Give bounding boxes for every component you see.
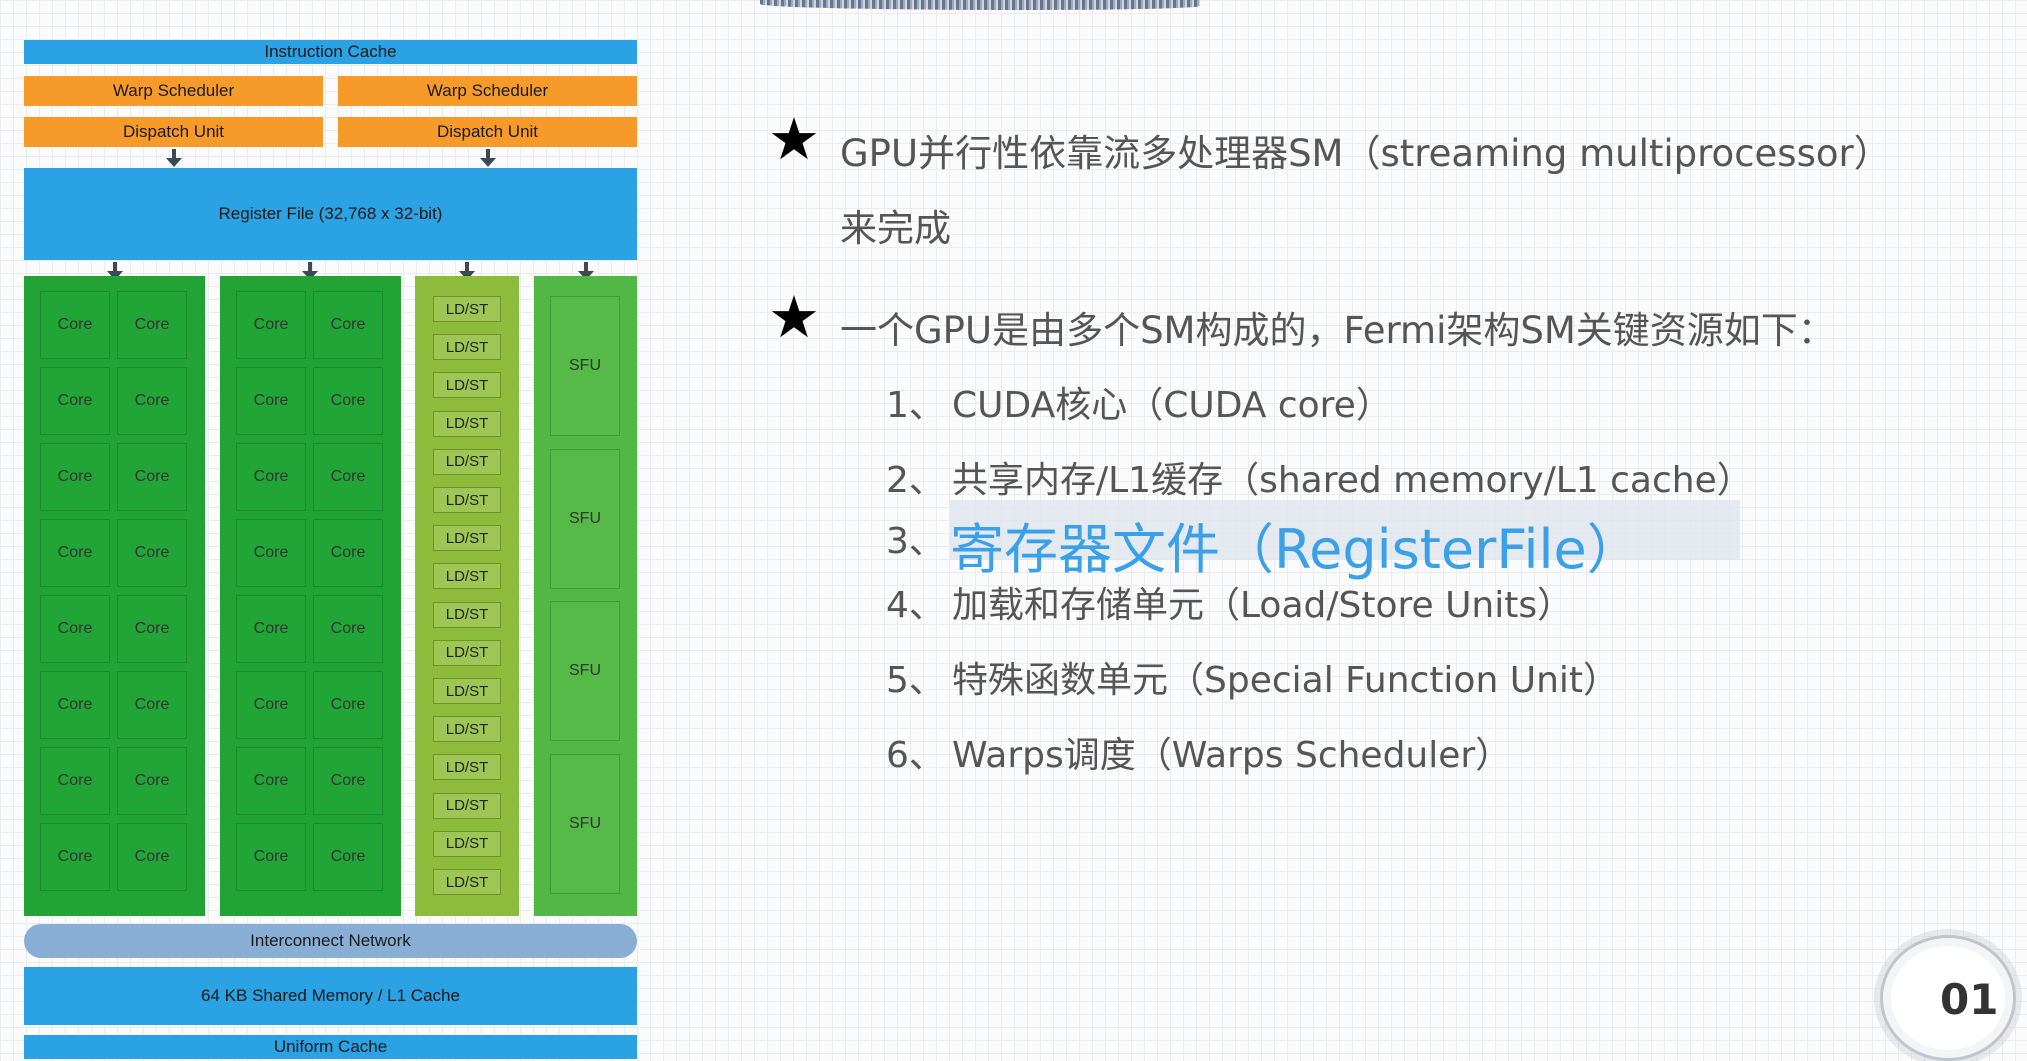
core-unit: Core [313, 443, 383, 511]
sfu-unit: SFU [550, 296, 620, 436]
sfu-unit: SFU [550, 601, 620, 741]
core-unit: Core [236, 823, 306, 891]
shared-memory-l1-cache: 64 KB Shared Memory / L1 Cache [24, 967, 637, 1025]
ldst-unit: LD/ST [433, 372, 501, 399]
register-file: Register File (32,768 x 32-bit) [24, 168, 637, 260]
core-unit: Core [117, 671, 187, 739]
core-unit: Core [117, 367, 187, 435]
ldst-unit: LD/ST [433, 830, 501, 857]
core-unit: Core [40, 671, 110, 739]
list-item-cuda-core: CUDA核心（CUDA core） [952, 385, 1392, 426]
instruction-cache: Instruction Cache [24, 40, 637, 64]
core-unit: Core [40, 747, 110, 815]
ldst-unit: LD/ST [433, 869, 501, 895]
core-unit: Core [313, 291, 383, 359]
core-unit: Core [236, 595, 306, 663]
core-unit: Core [313, 595, 383, 663]
page-number: 01 [1940, 975, 1999, 1024]
page-badge [1880, 935, 2016, 1061]
sfu-unit: SFU [550, 448, 620, 589]
core-unit: Core [313, 823, 383, 891]
dispatch-unit-left: Dispatch Unit [24, 117, 323, 147]
ldst-unit: LD/ST [433, 716, 501, 743]
warp-scheduler-left: Warp Scheduler [24, 76, 323, 106]
core-unit: Core [40, 823, 110, 891]
ldst-unit: LD/ST [433, 601, 501, 628]
core-unit: Core [117, 443, 187, 511]
core-unit: Core [313, 747, 383, 815]
core-unit: Core [236, 519, 306, 587]
core-unit: Core [313, 367, 383, 435]
sfu-column: SFU SFU SFU SFU [534, 276, 637, 916]
dispatch-unit-right: Dispatch Unit [338, 117, 637, 147]
core-unit: Core [40, 595, 110, 663]
ldst-unit: LD/ST [433, 678, 501, 704]
list-item-sfu: 特殊函数单元（Special Function Unit） [952, 660, 1620, 701]
list-item-register-file-highlighted: 寄存器文件（RegisterFile） [950, 518, 1641, 581]
ldst-unit: LD/ST [433, 754, 501, 781]
list-item-num: 6、 [886, 735, 945, 776]
core-unit: Core [236, 443, 306, 511]
core-unit: Core [117, 519, 187, 587]
ldst-unit: LD/ST [433, 563, 501, 590]
list-item-warps-scheduler: Warps调度（Warps Scheduler） [952, 735, 1512, 776]
fermi-sm-diagram: Instruction Cache Warp Scheduler Warp Sc… [0, 0, 650, 1061]
point1-line1: GPU并行性依靠流多处理器SM（streaming multiprocessor… [840, 132, 1891, 175]
core-unit: Core [40, 291, 110, 359]
brush-stroke-decoration [760, 0, 1200, 10]
star-icon: ★ [768, 283, 820, 351]
ldst-unit: LD/ST [433, 487, 501, 513]
ldst-unit: LD/ST [433, 525, 501, 552]
ldst-unit: LD/ST [433, 639, 501, 666]
point1-line2: 来完成 [840, 207, 951, 250]
list-item-num: 4、 [886, 585, 945, 626]
point2-heading: 一个GPU是由多个SM构成的，Fermi架构SM关键资源如下： [840, 309, 1835, 352]
warp-scheduler-right: Warp Scheduler [338, 76, 637, 106]
core-unit: Core [40, 443, 110, 511]
ldst-unit: LD/ST [433, 334, 501, 361]
core-unit: Core [117, 595, 187, 663]
core-unit: Core [313, 519, 383, 587]
list-item-shared-memory: 共享内存/L1缓存（shared memory/L1 cache） [952, 460, 1753, 501]
core-unit: Core [40, 519, 110, 587]
core-unit: Core [236, 671, 306, 739]
ldst-unit: LD/ST [433, 448, 501, 475]
list-item-num: 5、 [886, 660, 945, 701]
list-item-load-store: 加载和存储单元（Load/Store Units） [952, 585, 1574, 626]
ldst-unit: LD/ST [433, 296, 501, 322]
core-unit: Core [313, 671, 383, 739]
uniform-cache: Uniform Cache [24, 1035, 637, 1059]
core-unit: Core [40, 367, 110, 435]
ldst-column: LD/ST LD/ST LD/ST LD/ST LD/ST LD/ST LD/ST LD/ST… [415, 276, 519, 916]
core-unit: Core [236, 291, 306, 359]
interconnect-network: Interconnect Network [24, 924, 637, 958]
core-unit: Core [117, 747, 187, 815]
list-item-num: 1、 [886, 385, 945, 426]
highlight-background [950, 500, 1740, 560]
core-unit: Core [236, 367, 306, 435]
core-unit: Core [117, 823, 187, 891]
ldst-unit: LD/ST [433, 792, 501, 819]
core-unit: Core [236, 747, 306, 815]
list-item-num: 2、 [886, 460, 945, 501]
core-unit: Core [117, 291, 187, 359]
ldst-unit: LD/ST [433, 410, 501, 437]
sfu-unit: SFU [550, 753, 620, 894]
star-icon: ★ [768, 105, 820, 173]
list-item-num: 3、 [886, 521, 945, 562]
